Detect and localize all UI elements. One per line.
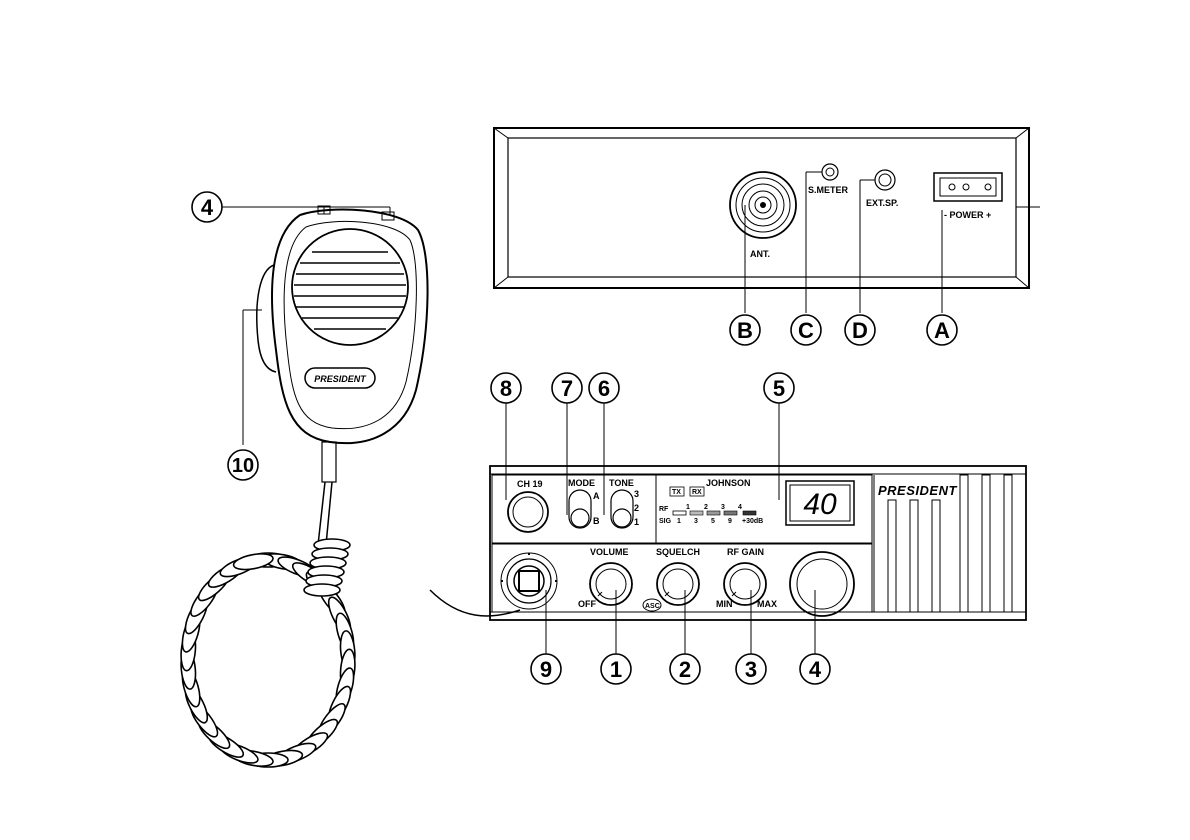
callout-rear-c: C [791, 315, 821, 345]
callout-mic-ptt: 10 [228, 450, 258, 480]
svg-text:5: 5 [773, 376, 785, 401]
model-name: JOHNSON [706, 478, 751, 488]
extsp-label: EXT.SP. [866, 198, 898, 208]
sig-scale-5: 5 [711, 518, 715, 525]
off-label: OFF [578, 599, 596, 609]
tone-label: TONE [609, 478, 634, 488]
tx-indicator: TX [672, 489, 681, 496]
mic-grille [294, 252, 406, 329]
sig-label: SIG [659, 518, 672, 525]
callout-channel-knob: 4 [800, 654, 830, 684]
tone-switch[interactable] [611, 490, 633, 528]
ch19-button[interactable] [508, 492, 548, 532]
tone-1-label: 1 [634, 517, 639, 527]
callout-mode: 7 [552, 373, 582, 403]
callout-tone: 6 [589, 373, 619, 403]
svg-text:9: 9 [540, 657, 552, 682]
svg-text:8: 8 [500, 376, 512, 401]
front-panel: CH 19 MODE A B TONE 3 2 1 JOHNSON TX RX … [490, 466, 1026, 620]
rx-indicator: RX [692, 489, 702, 496]
ext-speaker-jack [875, 170, 895, 190]
antenna-connector [730, 172, 796, 238]
cord-coil-loop [304, 584, 340, 596]
rear-panel: ANT. S.METER EXT.SP. - POWER + [494, 128, 1040, 288]
svg-text:2: 2 [679, 657, 691, 682]
volume-label: VOLUME [590, 547, 629, 557]
callout-rear-d: D [845, 315, 875, 345]
max-label: MAX [757, 599, 777, 609]
rf-scale-4: 4 [738, 504, 742, 511]
callout-mic-socket: 9 [531, 654, 561, 684]
front-leader-lines [506, 402, 815, 655]
callout-volume: 1 [601, 654, 631, 684]
tone-2-label: 2 [634, 503, 639, 513]
svg-text:1: 1 [610, 657, 622, 682]
mode-switch[interactable] [569, 490, 591, 528]
mic-socket[interactable] [501, 553, 557, 609]
sig-scale-3: 3 [694, 518, 698, 525]
rf-label: RF [659, 506, 669, 513]
cord-coil-loop [232, 551, 274, 572]
channel-number: 40 [803, 488, 837, 521]
mode-a-label: A [593, 491, 600, 501]
volume-knob[interactable] [590, 563, 632, 605]
signal-meter-bars [673, 511, 756, 515]
mode-b-label: B [593, 516, 600, 526]
svg-text:B: B [737, 318, 753, 343]
ant-label: ANT. [750, 249, 770, 259]
rf-scale-1: 1 [686, 504, 690, 511]
svg-text:7: 7 [561, 376, 573, 401]
microphone: PRESIDENT [257, 206, 428, 545]
mode-label: MODE [568, 478, 595, 488]
squelch-knob[interactable] [657, 563, 699, 605]
svg-text:A: A [934, 318, 950, 343]
channel-selector-knob[interactable] [790, 552, 854, 616]
coiled-cord [179, 539, 357, 769]
svg-text:4: 4 [201, 195, 214, 220]
sig-scale-30db: +30dB [742, 518, 763, 525]
asc-label: ASC [645, 603, 660, 610]
rf-scale-2: 2 [704, 504, 708, 511]
callout-display: 5 [764, 373, 794, 403]
mic-brand: PRESIDENT [314, 374, 367, 384]
min-label: MIN [716, 599, 733, 609]
rfgain-label: RF GAIN [727, 547, 764, 557]
ch19-label: CH 19 [517, 479, 543, 489]
smeter-label: S.METER [808, 185, 849, 195]
callout-rear-a: A [927, 315, 957, 345]
rf-scale-3: 3 [721, 504, 725, 511]
sig-scale-9: 9 [728, 518, 732, 525]
svg-text:6: 6 [598, 376, 610, 401]
callout-rfgain: 3 [736, 654, 766, 684]
svg-text:10: 10 [232, 455, 254, 477]
squelch-label: SQUELCH [656, 547, 700, 557]
tone-3-label: 3 [634, 489, 639, 499]
mic-leader-lines [220, 207, 390, 445]
callout-rear-b: B [730, 315, 760, 345]
power-label: - POWER + [944, 210, 991, 220]
callout-ch19: 8 [491, 373, 521, 403]
svg-text:C: C [798, 318, 814, 343]
callout-squelch: 2 [670, 654, 700, 684]
callout-mic-buttons: 4 [192, 192, 222, 222]
power-connector [934, 173, 1002, 201]
channel-display: 40 [786, 481, 854, 525]
smeter-jack [822, 164, 838, 180]
sig-scale-1: 1 [677, 518, 681, 525]
svg-text:4: 4 [809, 657, 822, 682]
asc-badge: ASC [643, 599, 661, 611]
svg-text:D: D [852, 318, 868, 343]
front-brand: PRESIDENT [878, 483, 957, 498]
svg-text:3: 3 [745, 657, 757, 682]
